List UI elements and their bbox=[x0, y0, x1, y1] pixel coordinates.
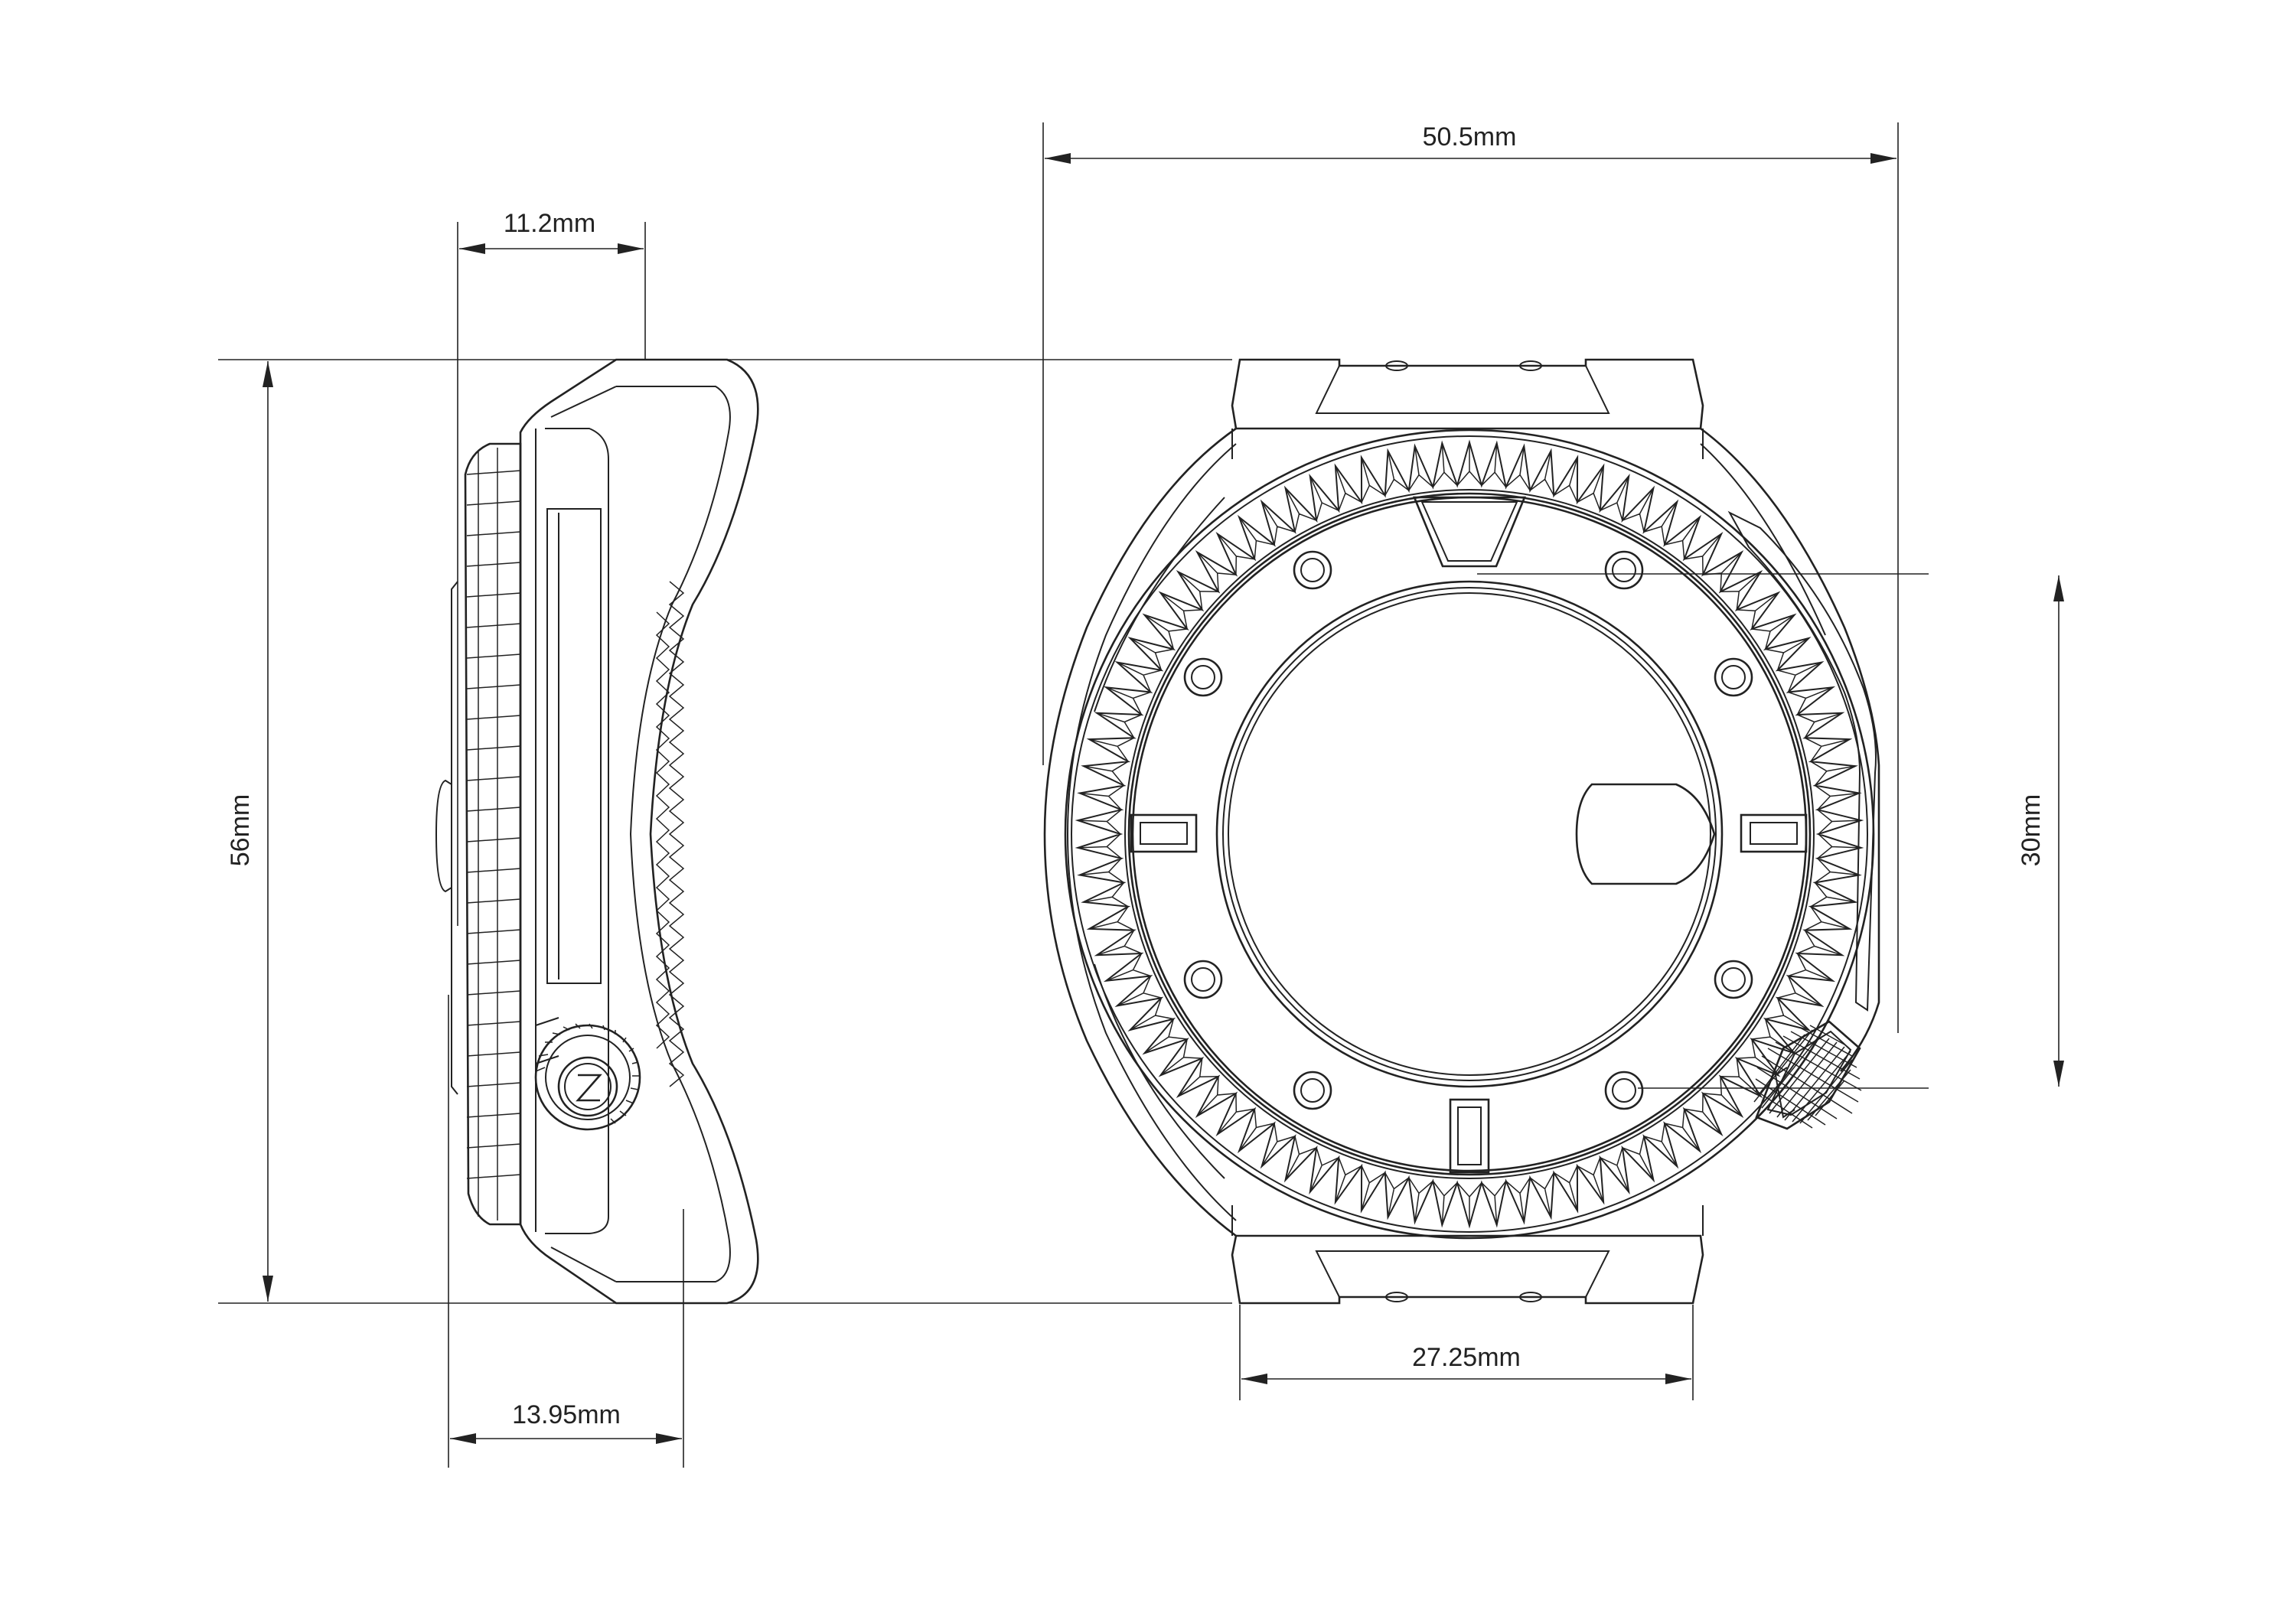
caseback-window bbox=[1575, 783, 1716, 885]
dim-label-13-95mm: 13.95mm bbox=[512, 1400, 621, 1429]
side-crown bbox=[534, 1023, 641, 1131]
dim-label-27-25mm: 27.25mm bbox=[1412, 1343, 1521, 1372]
bezel-teeth bbox=[1075, 439, 1864, 1229]
watch-front-view bbox=[1043, 358, 1880, 1305]
bottom-lug-hole-left bbox=[1385, 1292, 1408, 1302]
front-crown bbox=[1753, 1020, 1862, 1130]
dim-label-11-2mm: 11.2mm bbox=[504, 209, 595, 238]
dim-label-50-5mm: 50.5mm bbox=[1423, 122, 1517, 152]
dimension-labels: 11.2mm 13.95mm 56mm 50.5mm 30mm 27.25mm bbox=[226, 122, 2046, 1429]
bottom-lug-hole-right bbox=[1519, 1292, 1542, 1302]
bezel-knurl-lines bbox=[466, 448, 521, 1221]
z-logo-icon bbox=[576, 1074, 602, 1102]
top-lug-hole-right bbox=[1519, 360, 1542, 371]
bezel-tooth-facets bbox=[1078, 442, 1861, 1226]
extension-lines bbox=[218, 122, 1929, 1468]
triangle-marker-icon bbox=[1413, 496, 1526, 568]
watch-side-view bbox=[435, 358, 759, 1305]
bar-markers bbox=[1130, 813, 1808, 1174]
dim-label-30mm: 30mm bbox=[2017, 794, 2046, 866]
top-lug-hole-left bbox=[1385, 360, 1408, 371]
caseback-serration bbox=[655, 581, 685, 1087]
dim-label-56mm: 56mm bbox=[226, 794, 255, 866]
dimension-lines bbox=[263, 153, 2064, 1444]
dot-markers bbox=[1183, 550, 1753, 1110]
